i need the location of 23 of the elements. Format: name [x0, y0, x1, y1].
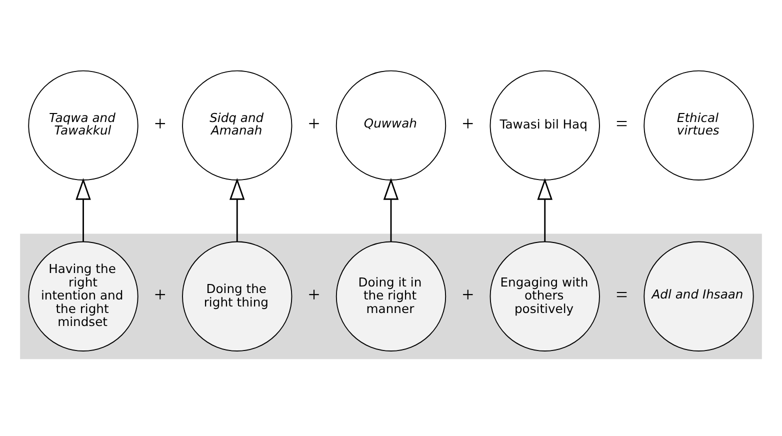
node-circle: Ethical virtues	[644, 70, 754, 180]
node-circle: Tawasi bil Haq	[490, 70, 600, 180]
node-circle: Doing the right thing	[182, 240, 292, 351]
node-circle: Taqwa and Tawakkul	[28, 70, 138, 180]
label: +	[308, 282, 320, 306]
label: =	[616, 282, 628, 306]
node-circle: Doing it in the right manner	[336, 240, 446, 351]
label: +	[462, 111, 474, 136]
node-circle: Having the right intention and the right mindset	[28, 240, 138, 351]
arrow	[537, 177, 553, 241]
node-circle: Adl and Ihsaan	[644, 240, 754, 351]
label: +	[154, 282, 166, 306]
arrow	[76, 177, 91, 241]
node-circle: Engaging with others positively	[490, 240, 600, 351]
arrow	[383, 177, 399, 241]
arrow	[229, 177, 245, 241]
node-circle: Quwwah	[336, 70, 446, 180]
node-circle: Sidq and Amanah	[182, 70, 292, 180]
label: +	[154, 111, 166, 136]
cluster	[20, 233, 762, 359]
label: +	[308, 111, 320, 136]
label: =	[616, 111, 628, 136]
label: +	[462, 282, 474, 306]
